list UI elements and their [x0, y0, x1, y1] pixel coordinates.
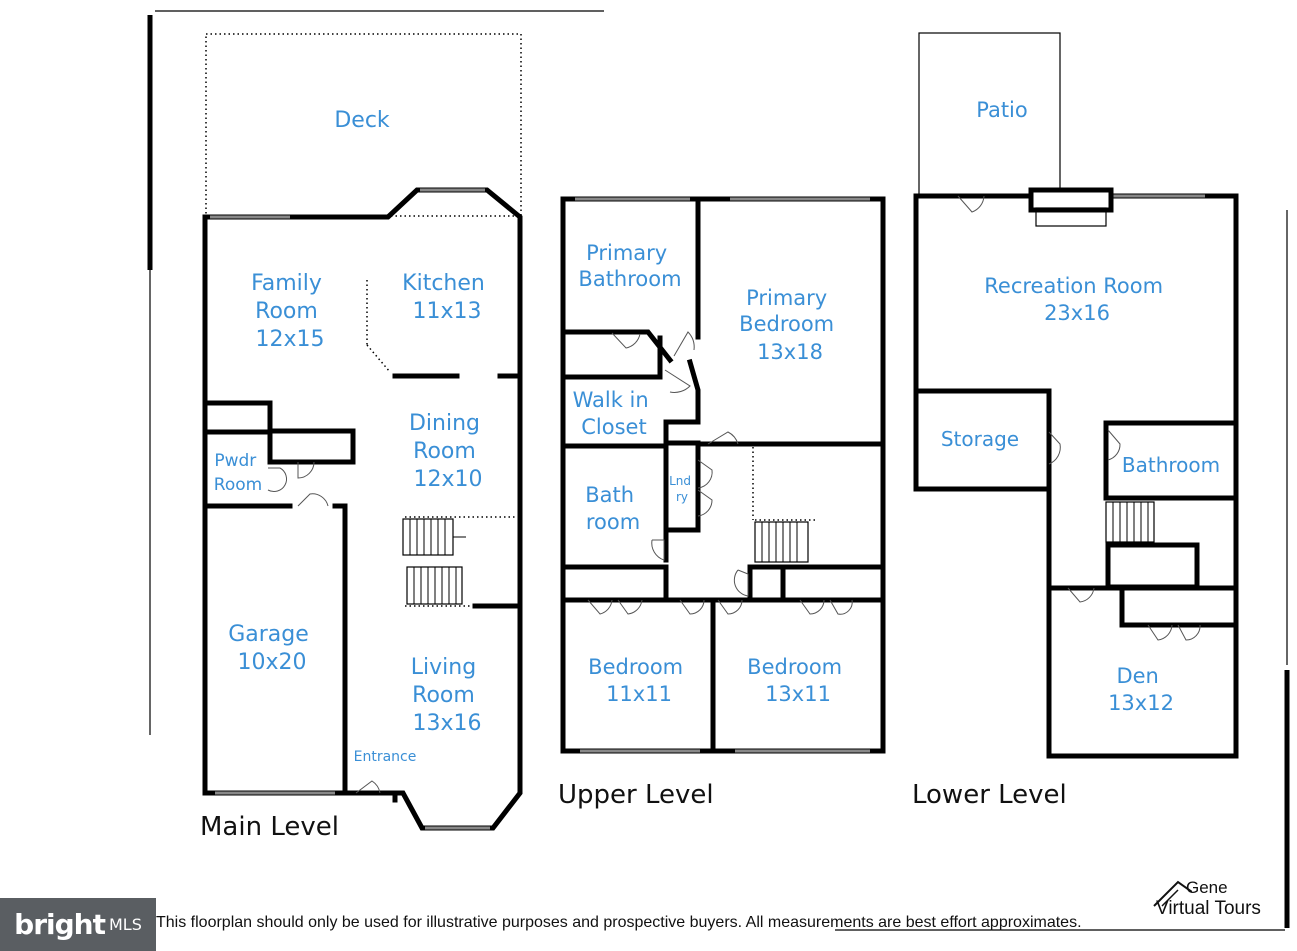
- label-living-room: Living Room 13x16: [411, 655, 483, 736]
- lower-level-plan: [913, 32, 1239, 759]
- main-level-plan: [202, 33, 523, 831]
- label-garage: Garage 10x20: [228, 622, 316, 675]
- logo-word: bright: [14, 908, 106, 941]
- deck-outline: [205, 33, 522, 217]
- house-roof-icon: [1153, 880, 1192, 907]
- footer: bright MLS This floorplan should only be…: [0, 878, 1297, 951]
- upper-level-plan: [560, 196, 886, 754]
- label-bedroom-a: Bedroom 11x11: [588, 655, 690, 706]
- label-entrance: Entrance: [354, 749, 417, 765]
- label-kitchen: Kitchen 11x13: [402, 271, 492, 324]
- upper-level-title: Upper Level: [558, 780, 714, 810]
- brand-name: Gene: [1186, 878, 1228, 897]
- label-laundry: Lnd ry: [669, 474, 695, 504]
- label-primary-bathroom: Primary Bathroom: [578, 241, 681, 291]
- label-bathroom: Bathroom: [1122, 453, 1220, 477]
- label-family-room: Family Room 12x15: [251, 271, 329, 352]
- label-patio: Patio: [976, 98, 1028, 122]
- main-stair-lower: [406, 566, 463, 605]
- lower-level-title: Lower Level: [912, 780, 1067, 810]
- label-den: Den 13x12: [1108, 664, 1174, 715]
- brand-sub: Virtual Tours: [1156, 898, 1261, 919]
- label-recreation-room: Recreation Room 23x16: [984, 274, 1169, 325]
- main-stair-upper: [402, 518, 466, 556]
- label-storage: Storage: [941, 427, 1019, 451]
- label-pwdr-room: Pwdr Room: [214, 451, 262, 495]
- frame-lines: [147, 10, 1290, 931]
- label-dining-room: Dining Room 12x10: [409, 411, 487, 492]
- disclaimer-text: This floorplan should only be used for i…: [156, 914, 1082, 931]
- gene-virtual-tours-logo: Gene Virtual Tours: [1150, 878, 1290, 938]
- main-level-title: Main Level: [200, 812, 339, 842]
- label-primary-bedroom: Primary Bedroom 13x18: [739, 286, 841, 364]
- label-walk-in-closet: Walk in Closet: [573, 388, 656, 439]
- label-bedroom-b: Bedroom 13x11: [747, 655, 849, 706]
- room-labels: Deck Family Room 12x15 Kitchen 11x13 Din…: [214, 98, 1220, 765]
- label-bath-room: Bath room: [585, 483, 641, 534]
- upper-stair: [754, 521, 809, 563]
- label-deck: Deck: [334, 108, 390, 133]
- lower-stair: [1105, 501, 1155, 543]
- logo-suffix: MLS: [108, 915, 142, 934]
- bright-mls-logo: bright MLS: [0, 898, 156, 951]
